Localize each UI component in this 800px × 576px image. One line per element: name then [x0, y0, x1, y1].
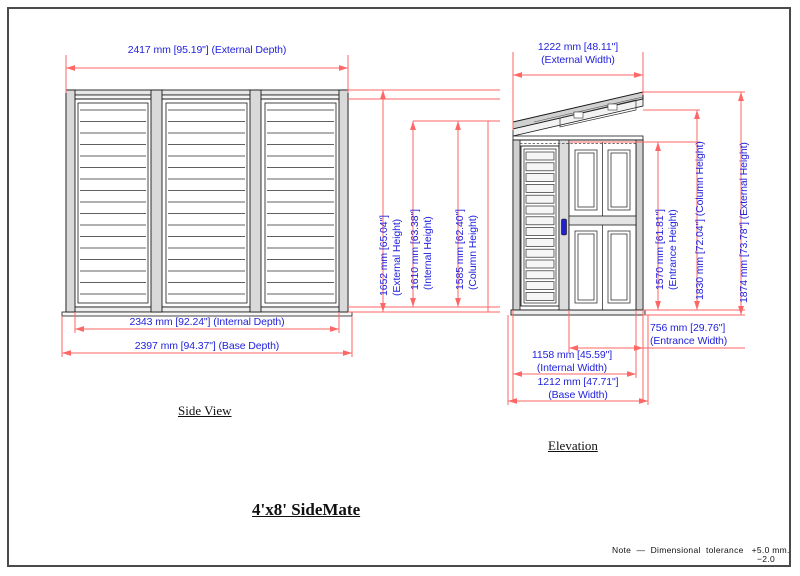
dim-external-depth: 2417 mm [95.19"] (External Depth) — [127, 44, 287, 56]
dim-internal-width: 1158 mm [45.59"] (Internal Width) — [508, 349, 636, 374]
side-view-label: Side View — [178, 403, 232, 418]
dim-elev-column-height: 1830 mm [72.04"] (Column Height) — [694, 141, 706, 300]
dim-value: 1652 mm [65.04"] — [378, 215, 390, 296]
dim-base-width: 1212 mm [47.71"] (Base Width) — [503, 376, 653, 401]
dim-elev-external-height: 1874 mm [73.78"] (External Height) — [738, 142, 750, 303]
dim-value: 1585 mm [62.40"] — [454, 209, 466, 290]
dim-base-depth: 2397 mm [94.37"] (Base Depth) — [134, 340, 280, 352]
dim-name: (Base Width) — [548, 388, 608, 401]
drawing-title: 4'x8' SideMate — [252, 500, 361, 519]
dim-side-column-height: 1585 mm [62.40"] (Column Height) — [454, 209, 479, 290]
dim-name: (External Width) — [541, 53, 615, 66]
sheet-border — [7, 7, 791, 567]
side-view-geometry — [61, 89, 353, 317]
elevation-view-geometry — [510, 91, 646, 316]
dim-name: (Internal Width) — [536, 361, 608, 374]
dim-internal-depth: 2343 mm [92.24"] (Internal Depth) — [129, 316, 285, 328]
dim-name: (External Height) — [390, 218, 403, 296]
dim-side-external-height: 1652 mm [65.04"] (External Height) — [378, 215, 403, 296]
dim-side-internal-height: 1610 mm [63.38"] (Internal Height) — [409, 209, 434, 290]
dim-entrance-height: 1570 mm [61.81"] (Entrance Height) — [654, 209, 679, 290]
dim-value: 1222 mm [48.11"] — [537, 41, 619, 53]
dim-value: 1610 mm [63.38"] — [409, 209, 421, 290]
dimension-lines — [61, 52, 745, 405]
dim-external-width: 1222 mm [48.11"] (External Width) — [498, 41, 658, 66]
dim-name: (Internal Height) — [421, 216, 434, 290]
elevation-view-label: Elevation — [548, 438, 598, 453]
tolerance-note-line2: −2.0 — [757, 554, 775, 564]
dim-value: 1158 mm [45.59"] — [531, 349, 613, 361]
dim-entrance-width: 756 mm [29.76"] (Entrance Width) — [650, 322, 727, 347]
dim-value: 756 mm [29.76"] — [650, 322, 726, 334]
tolerance-note-line1: Note — Dimensional tolerance +5.0 mm. — [612, 545, 790, 555]
door-handle — [561, 218, 567, 236]
dim-name: (Entrance Height) — [666, 209, 679, 290]
dim-value: 1212 mm [47.71"] — [537, 376, 619, 388]
dim-value: 1570 mm [61.81"] — [654, 209, 666, 290]
dim-name: (Column Height) — [466, 215, 479, 290]
dim-name: (Entrance Width) — [650, 334, 728, 347]
